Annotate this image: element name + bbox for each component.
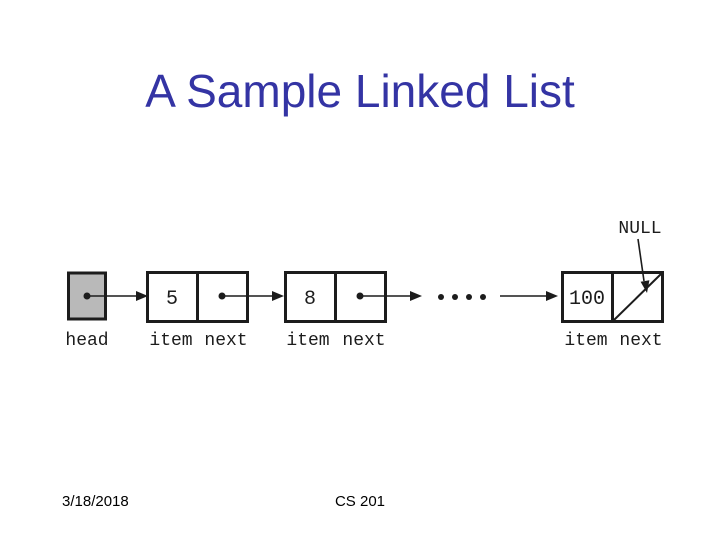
node-1-item-value: 5 [166, 288, 178, 311]
ellipsis-arrow [500, 291, 558, 301]
null-arrow-head-icon [640, 280, 650, 293]
node-2-item-label: item [286, 331, 329, 351]
node-3-item-value: 100 [569, 288, 605, 311]
node-2-arrow-head-icon [410, 291, 422, 301]
ellipsis-arrow-head-icon [546, 291, 558, 301]
node-2: 8 item next [284, 271, 422, 351]
node-1-arrow-head-icon [272, 291, 284, 301]
footer-course: CS 201 [334, 493, 386, 510]
node-2-next-dot [356, 292, 364, 300]
head-arrow-head-icon [136, 291, 148, 301]
node-1: 5 item next [146, 271, 284, 351]
node-2-item-value: 8 [304, 288, 316, 311]
null-label: NULL [618, 219, 661, 239]
node-1-item-label: item [149, 331, 192, 351]
node-1-next-dot [218, 292, 226, 300]
node-3-item-label: item [564, 331, 607, 351]
node-1-next-label: next [204, 331, 247, 351]
node-2-next-label: next [342, 331, 385, 351]
head-pointer-dot [83, 292, 91, 300]
slide-title: A Sample Linked List [145, 65, 575, 117]
head-label: head [65, 331, 108, 351]
head-pointer: head [65, 271, 148, 351]
node-3-next-label: next [619, 331, 662, 351]
footer-date: 3/18/2018 [62, 493, 129, 510]
ellipsis-dots-icon [438, 294, 486, 300]
null-arrow-line [637, 238, 645, 282]
null-annotation: NULL [618, 219, 662, 293]
node-3: 100 item next [561, 271, 664, 351]
null-slash-icon [613, 273, 662, 321]
